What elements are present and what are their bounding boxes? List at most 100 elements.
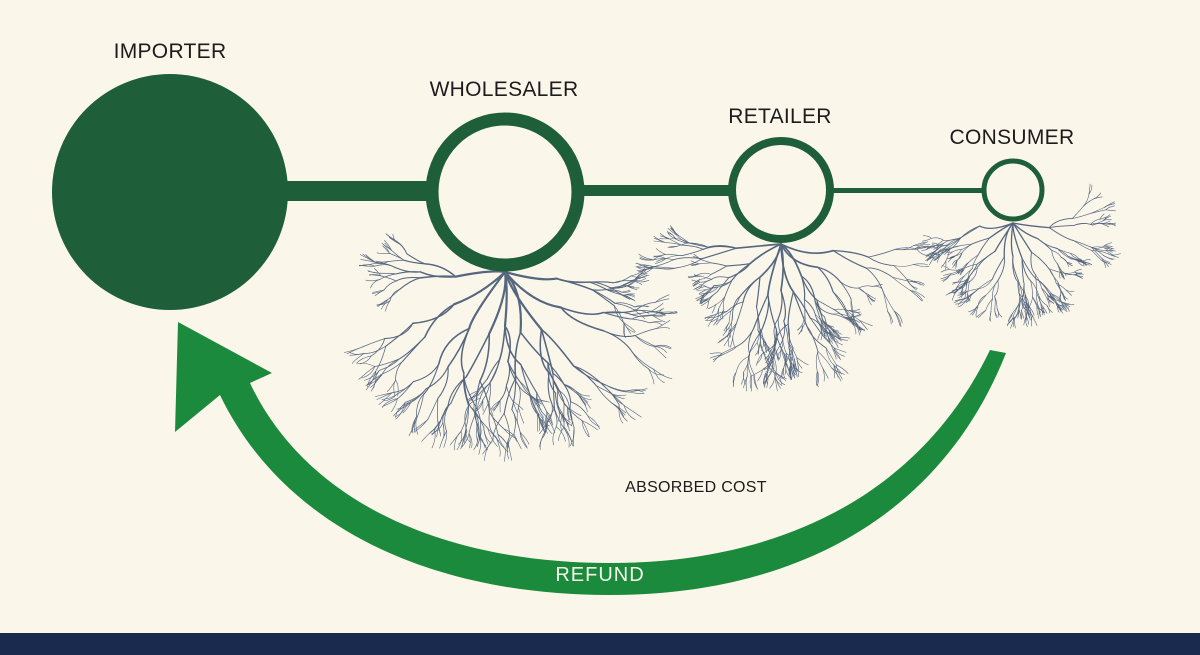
root-branch: [379, 272, 397, 275]
root-branch: [832, 291, 846, 311]
root-branch: [421, 428, 435, 442]
root-branch: [893, 265, 907, 280]
root-branch: [612, 394, 623, 405]
root-branch: [1062, 302, 1075, 306]
root-branch: [966, 295, 972, 303]
root-branch: [479, 380, 491, 413]
root-branch: [431, 421, 441, 436]
root-branch: [591, 286, 619, 291]
root-branch: [1012, 222, 1050, 229]
root-branch: [968, 267, 978, 283]
retailer-label: RETAILER: [728, 105, 832, 128]
root-branch: [756, 342, 759, 355]
root-branch: [729, 336, 734, 348]
chain-nodes: [52, 74, 1045, 310]
root-branch: [381, 242, 390, 254]
root-branch: [722, 345, 738, 355]
root-branch: [442, 402, 452, 423]
root-branch: [1031, 251, 1050, 270]
root-branch: [865, 267, 894, 278]
root-branch: [650, 308, 665, 313]
root-branch: [947, 251, 953, 256]
root-branch: [488, 382, 492, 402]
root-branch: [569, 401, 575, 428]
root-branch: [1046, 297, 1050, 307]
root-branch: [832, 313, 849, 321]
root-branch: [820, 326, 826, 337]
root-branch: [654, 258, 667, 264]
absorbed-cost-label: ABSORBED COST: [625, 479, 767, 496]
root-branch: [849, 313, 854, 323]
root-branch: [547, 372, 553, 405]
root-branch: [471, 390, 480, 400]
root-branch: [867, 295, 872, 306]
root-branch: [692, 279, 700, 286]
root-branch: [1108, 253, 1121, 256]
root-branch: [614, 302, 636, 308]
root-branch: [1015, 278, 1026, 294]
root-branch: [602, 330, 636, 338]
root-branch: [1017, 279, 1021, 298]
root-branch: [635, 267, 645, 280]
root-branch: [977, 237, 990, 256]
root-branch: [693, 285, 703, 290]
root-branch: [631, 314, 653, 317]
root-branch: [393, 402, 406, 417]
root-branch: [1030, 280, 1040, 297]
root-branch: [536, 413, 539, 432]
root-branch: [376, 252, 390, 254]
root-branch: [726, 327, 730, 338]
root-branch: [475, 399, 484, 410]
root-branch: [438, 327, 470, 365]
root-branch: [539, 328, 550, 374]
root-branch: [956, 268, 963, 274]
root-branch: [1048, 227, 1074, 241]
root-branch: [957, 298, 965, 306]
root-branch: [764, 350, 772, 360]
root-branch: [910, 290, 923, 302]
root-branch: [464, 405, 469, 432]
root-branch: [970, 306, 977, 315]
root-branch: [427, 398, 439, 420]
root-branch: [563, 383, 580, 396]
root-branch: [731, 263, 751, 281]
root-branch: [648, 368, 655, 385]
root-branch: [1060, 272, 1065, 280]
root-branch: [617, 279, 635, 288]
root-branch: [775, 371, 787, 379]
root-branch: [911, 280, 925, 285]
root-branch: [437, 366, 449, 399]
root-branch: [453, 270, 507, 306]
root-branch: [514, 331, 522, 380]
root-branch: [772, 342, 776, 361]
root-branch: [817, 331, 822, 340]
root-branch: [781, 367, 785, 380]
root-branch: [669, 246, 678, 248]
root-branch: [391, 381, 414, 394]
root-branch: [834, 347, 845, 357]
root-branch: [927, 251, 934, 260]
root-branch: [953, 287, 961, 294]
root-branch: [780, 243, 819, 269]
root-branch: [564, 429, 570, 448]
root-branch: [729, 322, 737, 338]
root-branch: [699, 286, 708, 289]
root-branch: [937, 255, 941, 263]
root-branch: [906, 279, 918, 289]
root-branch: [370, 374, 382, 388]
root-branch: [391, 398, 398, 412]
root-branch: [1035, 278, 1050, 294]
root-branch: [424, 303, 455, 338]
root-branch: [622, 294, 636, 298]
root-branch: [1104, 247, 1115, 250]
root-branch: [369, 274, 382, 277]
root-branch: [1038, 306, 1042, 318]
root-branch: [711, 276, 730, 280]
root-branch: [817, 371, 820, 386]
root-branch: [1093, 192, 1102, 199]
root-branch: [635, 274, 650, 280]
refund-arrow-body: [175, 322, 1006, 595]
root-branch: [967, 281, 970, 294]
root-branch: [404, 388, 427, 403]
root-branch: [780, 289, 787, 322]
